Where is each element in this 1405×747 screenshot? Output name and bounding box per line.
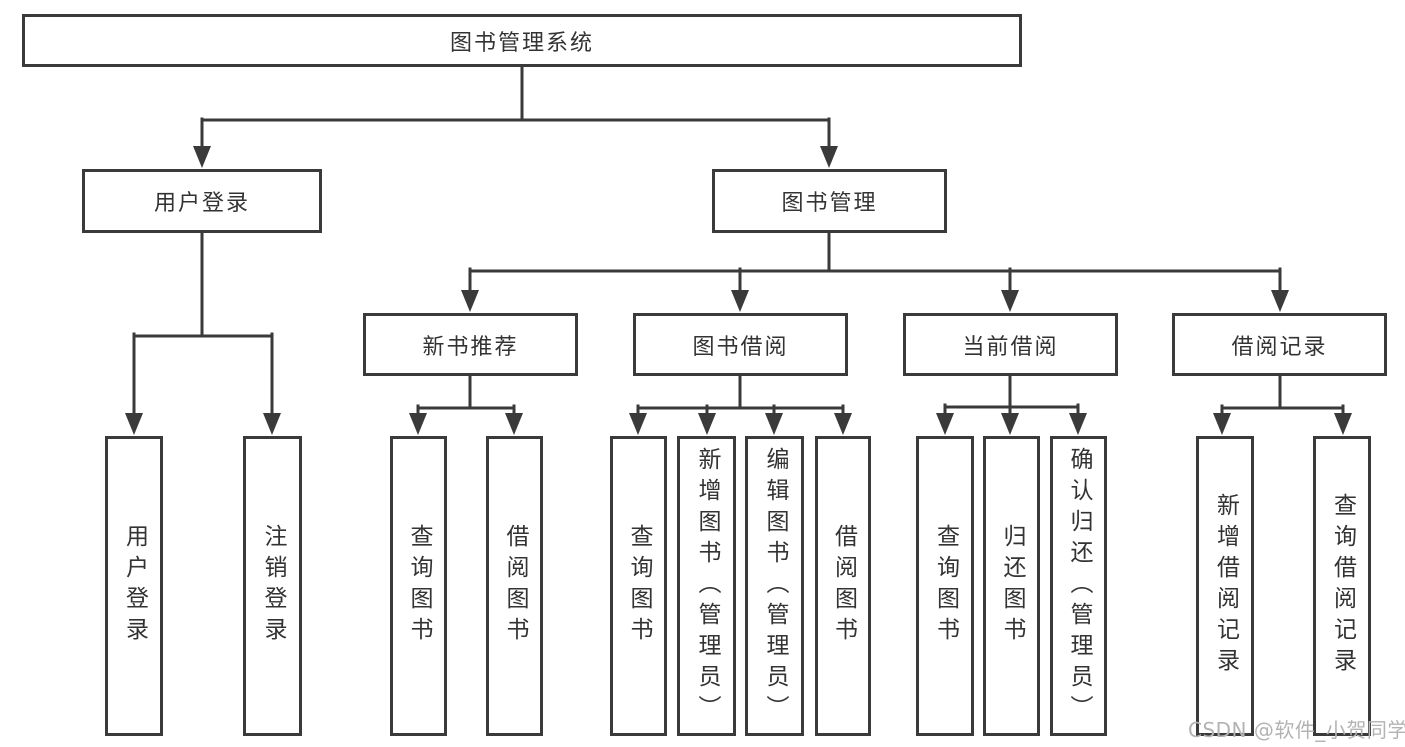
leaf-current-query-books: 查询图书 (916, 436, 974, 736)
leaf-user-login: 用户登录 (105, 436, 163, 736)
leaf-current-return-books: 归还图书 (983, 436, 1040, 736)
leaf-borrowing-query-books: 查询图书 (610, 436, 667, 736)
leaf-records-add-record: 新增借阅记录 (1196, 436, 1254, 736)
leaf-borrowing-borrow-books: 借阅图书 (815, 436, 871, 736)
leaf-recommend-query-books: 查询图书 (390, 436, 447, 736)
leaf-borrowing-add-books-admin: 新增图书（管理员） (677, 436, 736, 736)
node-root-library-system: 图书管理系统 (22, 14, 1022, 67)
leaf-records-query-record: 查询借阅记录 (1313, 436, 1371, 736)
node-user-login: 用户登录 (82, 169, 322, 233)
node-new-book-recommend: 新书推荐 (363, 313, 578, 376)
node-book-management: 图书管理 (712, 169, 947, 233)
node-current-borrowing: 当前借阅 (903, 313, 1118, 376)
leaf-current-confirm-return-admin: 确认归还（管理员） (1050, 436, 1107, 736)
csdn-watermark: CSDN @软件_小贺同学 (1188, 718, 1405, 742)
leaf-borrowing-edit-books-admin: 编辑图书（管理员） (745, 436, 804, 736)
node-book-borrowing: 图书借阅 (633, 313, 848, 376)
node-borrowing-records: 借阅记录 (1172, 313, 1387, 376)
leaf-logout: 注销登录 (243, 436, 302, 736)
leaf-recommend-borrow-books: 借阅图书 (486, 436, 543, 736)
